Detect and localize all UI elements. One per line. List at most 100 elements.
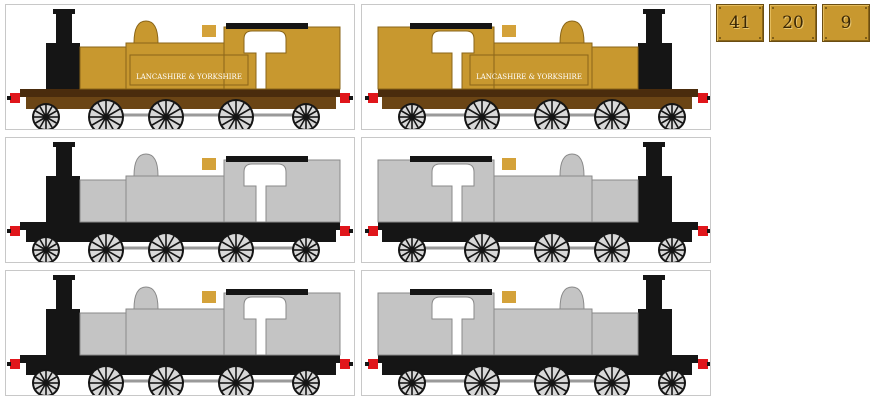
chimney	[646, 9, 662, 43]
locomotive-body	[7, 275, 353, 395]
driving-wheel	[292, 236, 320, 262]
locomotive-body: LANCASHIRE & YORKSHIRE	[7, 9, 353, 129]
locomotive-base2-left	[7, 275, 353, 395]
steam-dome	[133, 20, 159, 44]
driving-wheel	[218, 99, 254, 129]
number-plate-1: 41	[716, 4, 764, 42]
smokebox-handrail	[64, 49, 88, 52]
rear-buffer	[365, 96, 369, 100]
front-buffer-beam	[10, 359, 20, 369]
front-buffer-beam	[698, 93, 708, 103]
cab-roof	[410, 289, 492, 295]
front-buffer	[7, 362, 11, 366]
sprite-panel-base-left	[5, 137, 355, 263]
chimney-cap	[643, 9, 665, 14]
front-buffer-beam	[698, 226, 708, 236]
front-buffer	[707, 229, 710, 233]
number-plate-2-text: 20	[782, 13, 804, 33]
cab-roof	[226, 289, 308, 295]
chimney-cap	[53, 275, 75, 280]
driving-wheel	[534, 232, 570, 262]
rear-buffer	[365, 362, 369, 366]
cab-roof	[410, 23, 492, 29]
number-plate-1-text: 41	[729, 13, 751, 33]
number-plate-2: 20	[769, 4, 817, 42]
driving-wheel	[148, 232, 184, 262]
locomotive-body: LANCASHIRE & YORKSHIRE	[365, 9, 710, 129]
driving-wheel	[464, 99, 500, 129]
smokebox-handrail	[630, 182, 654, 185]
steam-dome	[133, 286, 159, 310]
driving-wheel	[88, 365, 124, 395]
cab-window	[243, 163, 287, 223]
steam-dome	[559, 286, 585, 310]
driving-wheel	[88, 232, 124, 262]
driving-wheel	[32, 369, 60, 395]
cab-window	[431, 30, 475, 90]
chimney-cap	[53, 9, 75, 14]
cab-roof	[410, 156, 492, 162]
steam-dome	[133, 153, 159, 177]
front-buffer-beam	[698, 359, 708, 369]
safety-valves	[202, 291, 216, 303]
driving-wheel	[32, 236, 60, 262]
sprite-panel-base-right	[361, 137, 711, 263]
driving-wheel	[398, 236, 426, 262]
driving-wheel	[594, 99, 630, 129]
front-buffer	[707, 362, 710, 366]
front-buffer	[7, 229, 11, 233]
driving-wheel	[464, 365, 500, 395]
front-buffer-beam	[10, 226, 20, 236]
running-board	[378, 355, 698, 363]
chimney	[56, 9, 72, 43]
tank-lining	[129, 54, 249, 86]
rear-buffer-beam	[368, 359, 378, 369]
chimney	[646, 142, 662, 176]
chimney-cap	[643, 275, 665, 280]
safety-valves	[202, 158, 216, 170]
rear-buffer-beam	[340, 226, 350, 236]
driving-wheel	[398, 103, 426, 129]
cab-window	[243, 30, 287, 90]
running-board	[20, 355, 340, 363]
sprite-panel-base2-right	[361, 270, 711, 396]
running-board	[20, 89, 340, 97]
driving-wheel	[658, 369, 686, 395]
locomotive-base-right	[365, 142, 710, 262]
chimney-cap	[643, 142, 665, 147]
number-plate-3-text: 9	[840, 13, 852, 33]
cab-roof	[226, 23, 308, 29]
driving-wheel	[398, 369, 426, 395]
rear-buffer	[365, 229, 369, 233]
rear-buffer-beam	[368, 93, 378, 103]
sprite-panel-liveried-left: LANCASHIRE & YORKSHIRE	[5, 4, 355, 130]
sprite-panel-liveried-right: LANCASHIRE & YORKSHIRE	[361, 4, 711, 130]
locomotive-body	[7, 142, 353, 262]
chimney	[646, 275, 662, 309]
running-board	[378, 222, 698, 230]
driving-wheel	[292, 103, 320, 129]
cab-window	[431, 296, 475, 356]
driving-wheel	[464, 232, 500, 262]
smokebox-handrail	[64, 315, 88, 318]
cab-window	[243, 296, 287, 356]
smokebox-handrail	[630, 315, 654, 318]
tank-lettering: LANCASHIRE & YORKSHIRE	[136, 73, 242, 81]
chimney-cap	[53, 142, 75, 147]
chimney	[56, 275, 72, 309]
smokebox-handrail	[630, 49, 654, 52]
driving-wheel	[594, 365, 630, 395]
rear-buffer-beam	[340, 359, 350, 369]
number-plate-3: 9	[822, 4, 870, 42]
driving-wheel	[658, 236, 686, 262]
locomotive-body	[365, 275, 710, 395]
safety-valves	[502, 25, 516, 37]
cab-roof	[226, 156, 308, 162]
driving-wheel	[218, 365, 254, 395]
locomotive-liveried-left: LANCASHIRE & YORKSHIRE	[7, 9, 353, 129]
driving-wheel	[32, 103, 60, 129]
safety-valves	[502, 158, 516, 170]
front-buffer-beam	[10, 93, 20, 103]
front-buffer	[707, 96, 710, 100]
safety-valves	[202, 25, 216, 37]
